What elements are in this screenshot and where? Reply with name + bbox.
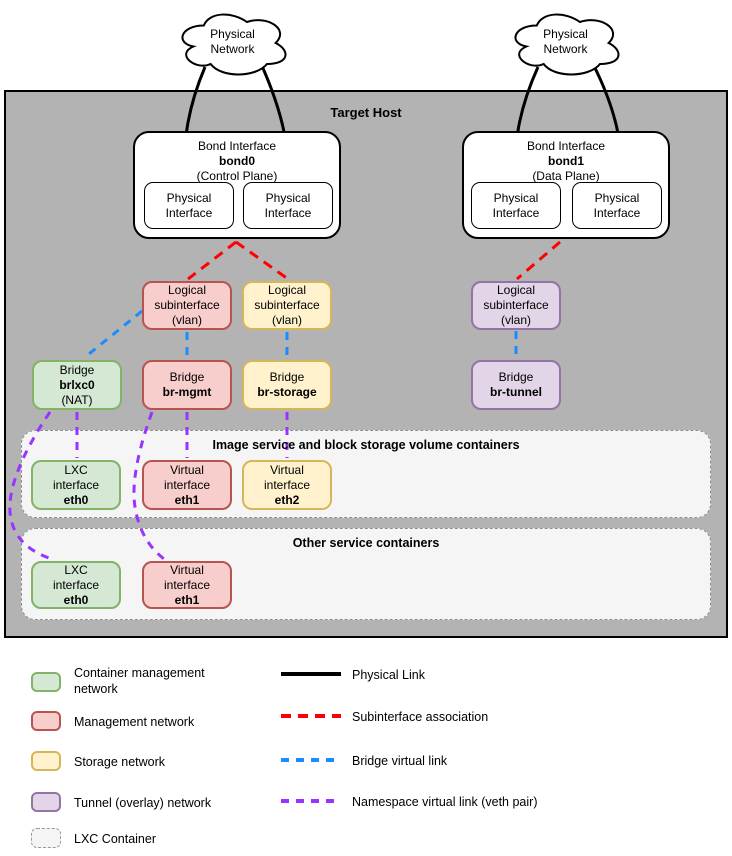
cloud-left-label: Physical Network [210,27,255,56]
legend-swatch-storage [31,751,61,771]
legend-label-bridge-virtual-link: Bridge virtual link [352,754,448,768]
physical-network-cloud-right [514,13,620,76]
legend-label-storage: Storage network [74,755,166,769]
bond0-physical-interface-2: Physical Interface [243,182,333,229]
bond0-name: bond0 [219,154,255,168]
legend-label-subinterface-association: Subinterface association [352,710,489,724]
physical-network-cloud-left [181,13,287,76]
bridge-virtual-link-sub-mgmt-brlxc0 [83,309,143,360]
c1-virtual-interface-eth2: Virtual interface eth2 [242,460,332,510]
c1-lxc-interface-eth0: LXC interface eth0 [31,460,121,510]
legend-swatch-lxc-container [31,828,61,848]
legend-label-namespace-virtual-link: Namespace virtual link (veth pair) [352,795,538,809]
subinterface-storage: Logical subinterface (vlan) [242,281,332,330]
container-other-title: Other service containers [292,536,440,550]
legend-label-physical-link: Physical Link [352,668,425,682]
c1-virtual-interface-eth1: Virtual interface eth1 [142,460,232,510]
bridge-br-tunnel: Bridge br-tunnel [471,360,561,410]
bond0-plane: (Control Plane) [196,169,278,183]
c2-lxc-interface-eth0: LXC interface eth0 [31,561,121,609]
bond1-name: bond1 [548,154,584,168]
legend-label-lxc-container: LXC Container [74,832,156,846]
legend-swatch-container-mgmt [31,672,61,692]
legend-swatch-mgmt [31,711,61,731]
bond0-physical-interface-1: Physical Interface [144,182,234,229]
bridge-br-mgmt: Bridge br-mgmt [142,360,232,410]
legend-label-mgmt: Management network [74,715,195,729]
bond0-title: Bond Interface [197,139,277,153]
container-other-services [21,528,711,620]
bond1-physical-interface-2: Physical Interface [572,182,662,229]
subinterface-mgmt: Logical subinterface (vlan) [142,281,232,330]
subinterface-tunnel: Logical subinterface (vlan) [471,281,561,330]
bridge-brlxc0: Bridge brlxc0 (NAT) [32,360,122,410]
bond1-title: Bond Interface [526,139,606,153]
legend-label-tunnel: Tunnel (overlay) network [74,796,212,810]
target-host-title: Target Host [330,105,402,120]
cloud-right-label: Physical Network [543,27,588,56]
container-image-block-title: Image service and block storage volume c… [212,438,520,452]
bond1-physical-interface-1: Physical Interface [471,182,561,229]
namespace-link-brmgmt-c2-eth1 [132,411,165,561]
subinterface-association-bond0-mgmt [187,240,237,281]
namespace-link-brlxc0-c2-eth0 [8,411,53,561]
c2-virtual-interface-eth1: Virtual interface eth1 [142,561,232,609]
subinterface-association-bond1-tunnel [516,240,561,281]
legend-swatch-tunnel [31,792,61,812]
bridge-br-storage: Bridge br-storage [242,360,332,410]
bond1-plane: (Data Plane) [532,169,600,183]
subinterface-association-bond0-storage [235,240,289,281]
legend-label-container-mgmt: Container management network [74,666,205,696]
